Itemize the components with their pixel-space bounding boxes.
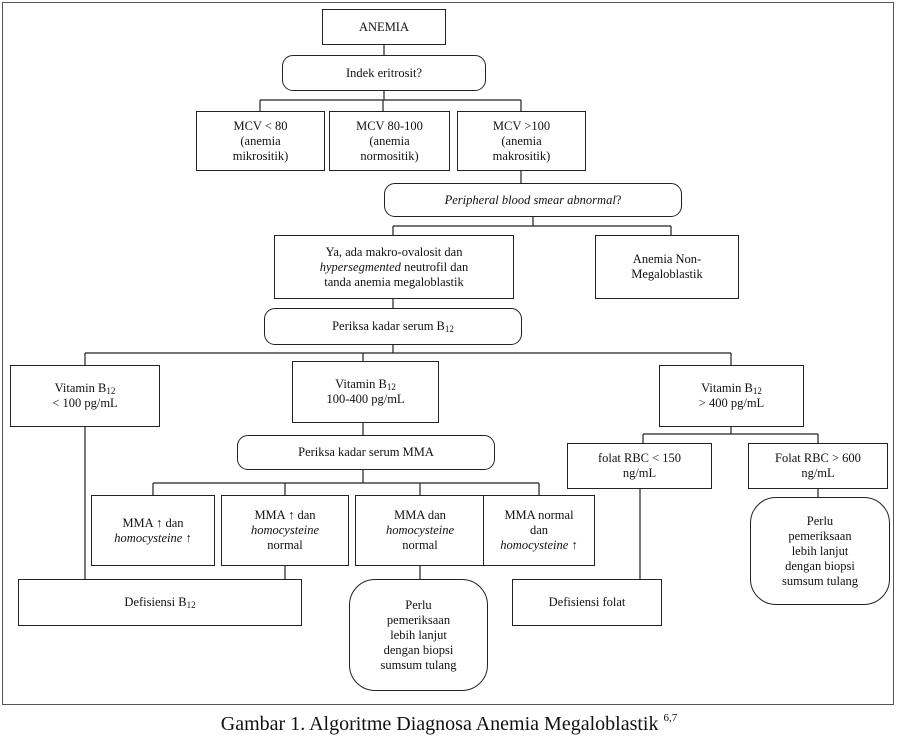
indeks-eritrosit-box: Indek eritrosit? [282,55,486,91]
folat-low-box: folat RBC < 150 ng/mL [567,443,712,489]
connector [642,427,819,443]
connector [152,470,540,495]
folat-high-box: Folat RBC > 600 ng/mL [748,443,888,489]
defisiensi-folat-box: Defisiensi folat [512,579,662,626]
connector [259,91,522,111]
mma-hcy-normal-box: MMA dan homocysteine normal [355,495,485,566]
mcv-low-box: MCV < 80 (anemia mikrositik) [196,111,325,171]
mma-high-hcy-high-box: MMA ↑ dan homocysteine ↑ [91,495,215,566]
mma-high-hcy-normal-box: MMA ↑ dan homocysteine normal [221,495,349,566]
smear-question-box: Peripheral blood smear abnormal? [384,183,682,217]
anemia-box: ANEMIA [322,9,446,45]
biopsy-box-2: Perlu pemeriksaan lebih lanjut dengan bi… [750,497,890,605]
b12-mid-box: Vitamin B12 100-400 pg/mL [292,361,439,423]
mcv-high-box: MCV >100 (anemia makrositik) [457,111,586,171]
connector [392,217,672,235]
defisiensi-b12-box: Defisiensi B12 [18,579,302,626]
anemia-non-megaloblastik-box: Anemia Non- Megaloblastik [595,235,739,299]
yes-megaloblastic-box: Ya, ada makro-ovalosit dan hypersegmente… [274,235,514,299]
diagram-frame: ANEMIA Indek eritrosit? MCV < 80 (anemia… [2,2,894,705]
connector [84,345,732,365]
serum-b12-box: Periksa kadar serum B12 [264,308,522,345]
connector-lines [84,45,819,579]
serum-mma-box: Periksa kadar serum MMA [237,435,495,470]
biopsy-box-1: Perlu pemeriksaan lebih lanjut dengan bi… [349,579,488,691]
figure-caption: Gambar 1. Algoritme Diagnosa Anemia Mega… [220,712,678,736]
mma-normal-hcy-high-box: MMA normal dan homocysteine ↑ [483,495,595,566]
b12-low-box: Vitamin B12 < 100 pg/mL [10,365,160,427]
mcv-mid-box: MCV 80-100 (anemia normositik) [329,111,450,171]
b12-high-box: Vitamin B12 > 400 pg/mL [659,365,804,427]
